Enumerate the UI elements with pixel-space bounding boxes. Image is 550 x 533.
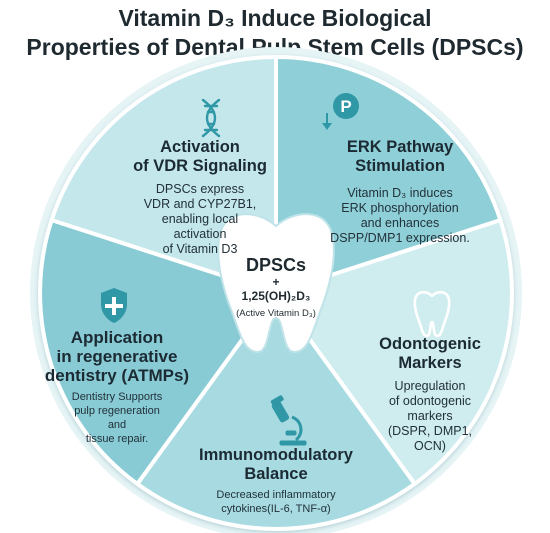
segment-vdr-text: Activation of VDR Signaling DPSCs expres… [110, 138, 290, 257]
center-note: (Active Vitamin D₃) [236, 308, 316, 319]
page-title: Vitamin D₃ Induce Biological Properties … [0, 4, 550, 62]
center-title: DPSCs [245, 255, 307, 275]
center-compound: 1,25(OH)₂D₃ [241, 289, 311, 303]
dna-icon [201, 98, 221, 138]
title-line-1: Vitamin D₃ Induce Biological [118, 5, 432, 31]
svg-text:P: P [340, 97, 351, 116]
tooth-icon [413, 290, 451, 338]
segment-immunomodulatory-text: Immunomodulatory Balance Decreased infla… [176, 446, 376, 516]
center-tooth [217, 213, 335, 354]
segment-erk-text: ERK Pathway Stimulation Vitamin D₃ induc… [305, 138, 495, 246]
shield-plus-icon [101, 288, 127, 323]
segment-regenerative-body: Dentistry Supports pulp regeneration and… [71, 391, 163, 445]
segment-erk-body: Vitamin D₃ induces ERK phosphorylation a… [330, 186, 470, 245]
segment-regenerative [38, 217, 280, 487]
segment-immunomodulatory-body: Decreased inflammatory cytokines(IL-6, T… [216, 489, 336, 515]
segment-odontogenic-heading: Odontogenic Markers [379, 335, 481, 372]
segment-erk-heading: ERK Pathway Stimulation [346, 138, 454, 175]
phosphorylation-icon: P [322, 93, 359, 130]
segment-regenerative-heading: Application in regenerative dentistry (A… [44, 328, 190, 385]
segment-odontogenic [272, 217, 514, 487]
segment-vdr-body: DPSCs express VDR and CYP27B1, enabling … [143, 182, 257, 256]
center-label: DPSCs + 1,25(OH)₂D₃ (Active Vitamin D₃) [216, 255, 336, 320]
segment-regenerative-text: Application in regenerative dentistry (A… [44, 328, 190, 446]
segment-vdr-heading: Activation of VDR Signaling [133, 138, 267, 175]
center-plus: + [272, 275, 280, 289]
segment-immunomodulatory-heading: Immunomodulatory Balance [198, 446, 353, 483]
microscope-icon [270, 395, 307, 446]
segment-odontogenic-body: Upregulation of odontogenic markers (DSP… [387, 379, 473, 453]
segment-odontogenic-text: Odontogenic Markers Upregulation of odon… [360, 335, 500, 454]
